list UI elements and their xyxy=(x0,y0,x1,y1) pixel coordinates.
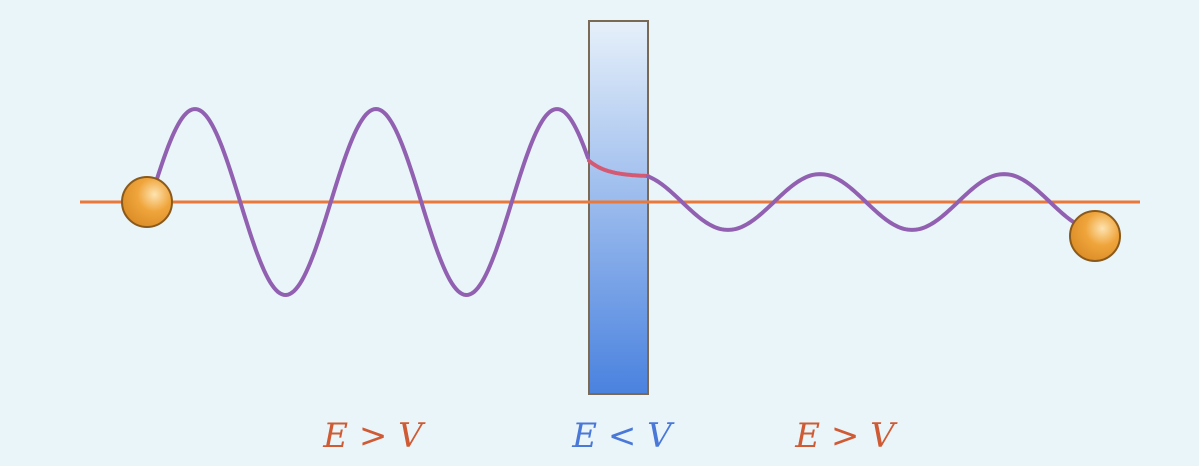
transmitted-wave xyxy=(646,172,1076,232)
transmitted-particle xyxy=(1069,210,1121,262)
region-label-barrier: E < V xyxy=(571,416,675,456)
potential-barrier xyxy=(588,20,649,395)
region-label-right: E > V xyxy=(794,416,898,456)
incident-wave xyxy=(148,106,590,298)
decaying-wave-in-barrier xyxy=(587,158,650,178)
region-label-left: E > V xyxy=(322,416,426,456)
incident-particle xyxy=(121,176,173,228)
